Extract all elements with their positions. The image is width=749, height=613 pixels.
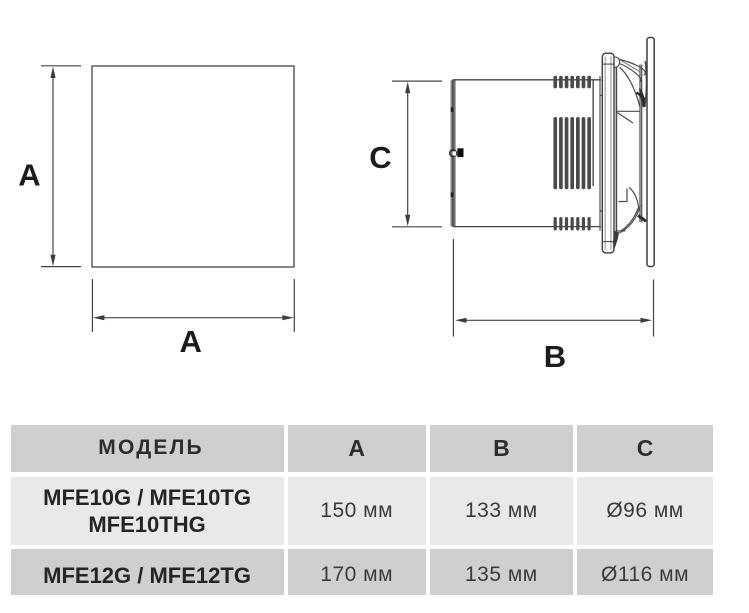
svg-text:A: A (180, 324, 202, 359)
svg-text:C: C (369, 140, 391, 175)
svg-text:B: B (544, 339, 566, 374)
svg-text:A: A (18, 157, 40, 192)
